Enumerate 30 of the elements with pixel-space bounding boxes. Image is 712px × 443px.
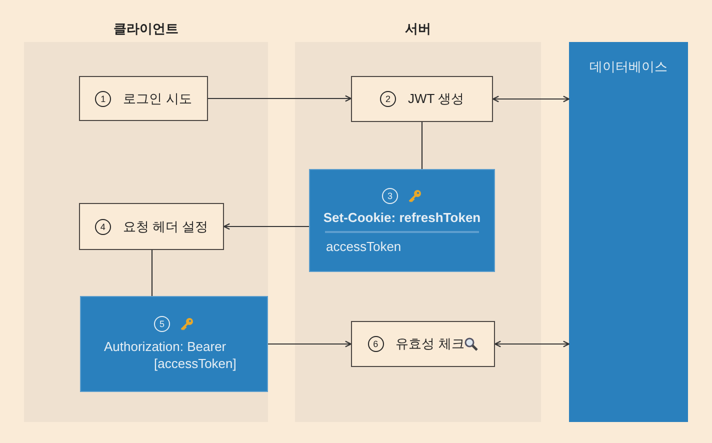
step-number: 6 [368, 336, 384, 352]
database-column [569, 42, 688, 422]
box-label: 요청 헤더 설정 [122, 218, 208, 236]
step-number: 2 [380, 91, 396, 107]
token-box [309, 169, 495, 272]
arrow [223, 223, 309, 230]
box-label: JWT 생성 [408, 90, 464, 108]
header-text: Authorization: Bearer [accessToken] [104, 338, 238, 372]
connector-line [151, 250, 153, 296]
box-label: 유효성 체크 [396, 335, 464, 353]
step-number: 5 [154, 316, 170, 332]
connector-line [421, 122, 423, 169]
column-label: 데이터베이스 [590, 58, 668, 76]
arrow [268, 340, 352, 348]
lane-heading: 클라이언트 [114, 20, 178, 38]
step-number: 4 [94, 218, 111, 234]
box-label: 로그인 시도 [123, 90, 192, 108]
arrow [208, 95, 352, 102]
arrow [494, 340, 570, 348]
process-box [79, 76, 208, 121]
step-number: 3 [382, 188, 398, 204]
lane-heading: 서버 [405, 20, 431, 38]
step-number: 1 [95, 90, 112, 106]
process-box [351, 76, 493, 122]
arrow [492, 96, 570, 102]
token-box [80, 296, 268, 392]
process-box [79, 203, 224, 250]
header-text: Set-Cookie: refreshToken [323, 210, 481, 224]
token-text: accessToken [326, 238, 402, 254]
process-box [351, 321, 495, 367]
